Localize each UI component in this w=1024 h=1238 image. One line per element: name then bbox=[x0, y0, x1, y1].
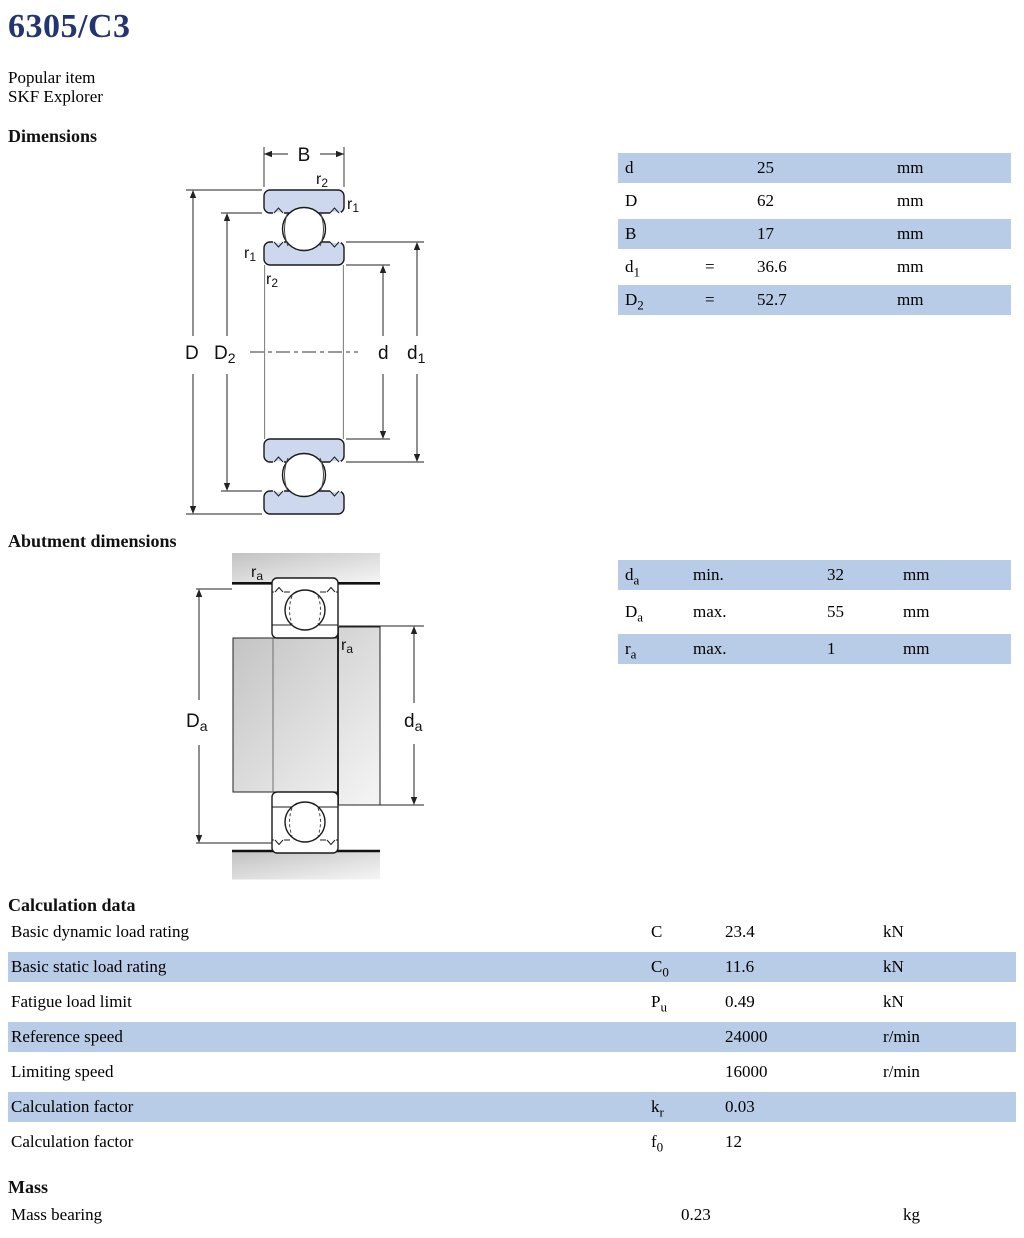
table-row: B 17 mm bbox=[618, 219, 1011, 249]
mass-heading: Mass bbox=[8, 1177, 48, 1197]
table-row: ra max. 1 mm bbox=[618, 634, 1011, 664]
table-row: d1 = 36.6 mm bbox=[625, 257, 924, 280]
abutment-heading: Abutment dimensions bbox=[8, 531, 177, 551]
dim-label-b: B bbox=[298, 145, 311, 166]
dim-label-d1: d1 bbox=[407, 343, 426, 366]
dimension-lines bbox=[195, 589, 418, 843]
dim-label-D: D bbox=[185, 343, 199, 364]
table-row: da min. 32 mm bbox=[618, 560, 1011, 590]
table-row: Fatigue load limit Pu 0.49 kN bbox=[11, 992, 904, 1015]
dim-label-r2-bottom: r2 bbox=[266, 271, 278, 290]
dim-label-da: da bbox=[404, 711, 423, 734]
dim-label-r2-top: r2 bbox=[316, 171, 328, 190]
dim-label-ra-right: ra bbox=[341, 637, 353, 656]
table-row: d 25 mm bbox=[618, 153, 1011, 183]
table-row: Reference speed 24000 r/min bbox=[8, 1022, 1016, 1052]
table-row: Limiting speed 16000 r/min bbox=[11, 1062, 920, 1081]
bearing-rings bbox=[263, 189, 345, 515]
dim-label-r1-right: r1 bbox=[347, 196, 359, 215]
dim-label-Da: Da bbox=[186, 711, 208, 734]
housing-bottom bbox=[232, 851, 380, 880]
table-row: D2 = 52.7 mm bbox=[618, 285, 1011, 315]
table-row: D 62 mm bbox=[625, 191, 924, 210]
abutment-drawing: ra ra Da da bbox=[186, 553, 424, 880]
ball-top bbox=[281, 206, 327, 252]
extension-lines bbox=[196, 588, 424, 844]
table-row: Calculation factor kr 0.03 bbox=[8, 1092, 1016, 1122]
dim-label-ra-top: ra bbox=[251, 564, 263, 583]
shaft bbox=[232, 626, 381, 806]
bearing-bottom-internals bbox=[272, 801, 338, 846]
seal-groove-notches bbox=[273, 207, 341, 497]
dimension-lines bbox=[189, 150, 421, 514]
dim-label-D2: D2 bbox=[214, 343, 236, 366]
tag-skf-explorer: SKF Explorer bbox=[8, 87, 103, 106]
table-row: Da max. 55 mm bbox=[625, 602, 930, 625]
bearing-top-internals bbox=[272, 586, 338, 631]
table-row: Calculation factor f0 12 bbox=[11, 1132, 742, 1155]
table-row: Basic dynamic load rating C 23.4 kN bbox=[11, 922, 904, 941]
dimensions-heading: Dimensions bbox=[8, 126, 98, 146]
product-tags: Popular item SKF Explorer bbox=[8, 68, 103, 106]
ball-bottom bbox=[281, 452, 327, 498]
dim-label-d: d bbox=[378, 343, 389, 364]
raceway-osculation-arcs bbox=[284, 211, 324, 493]
tag-popular-item: Popular item bbox=[8, 68, 96, 87]
bearing-cross-section-drawing: B r2 r1 r1 r2 D D2 d d1 bbox=[185, 145, 426, 515]
table-row: Basic static load rating C0 11.6 kN bbox=[8, 952, 1016, 982]
calculation-heading: Calculation data bbox=[8, 895, 136, 915]
page-title: 6305/C3 bbox=[8, 8, 131, 45]
extension-lines bbox=[186, 147, 424, 515]
table-row: Mass bearing 0.23 kg bbox=[11, 1205, 920, 1224]
dim-label-r1-left: r1 bbox=[244, 245, 256, 264]
